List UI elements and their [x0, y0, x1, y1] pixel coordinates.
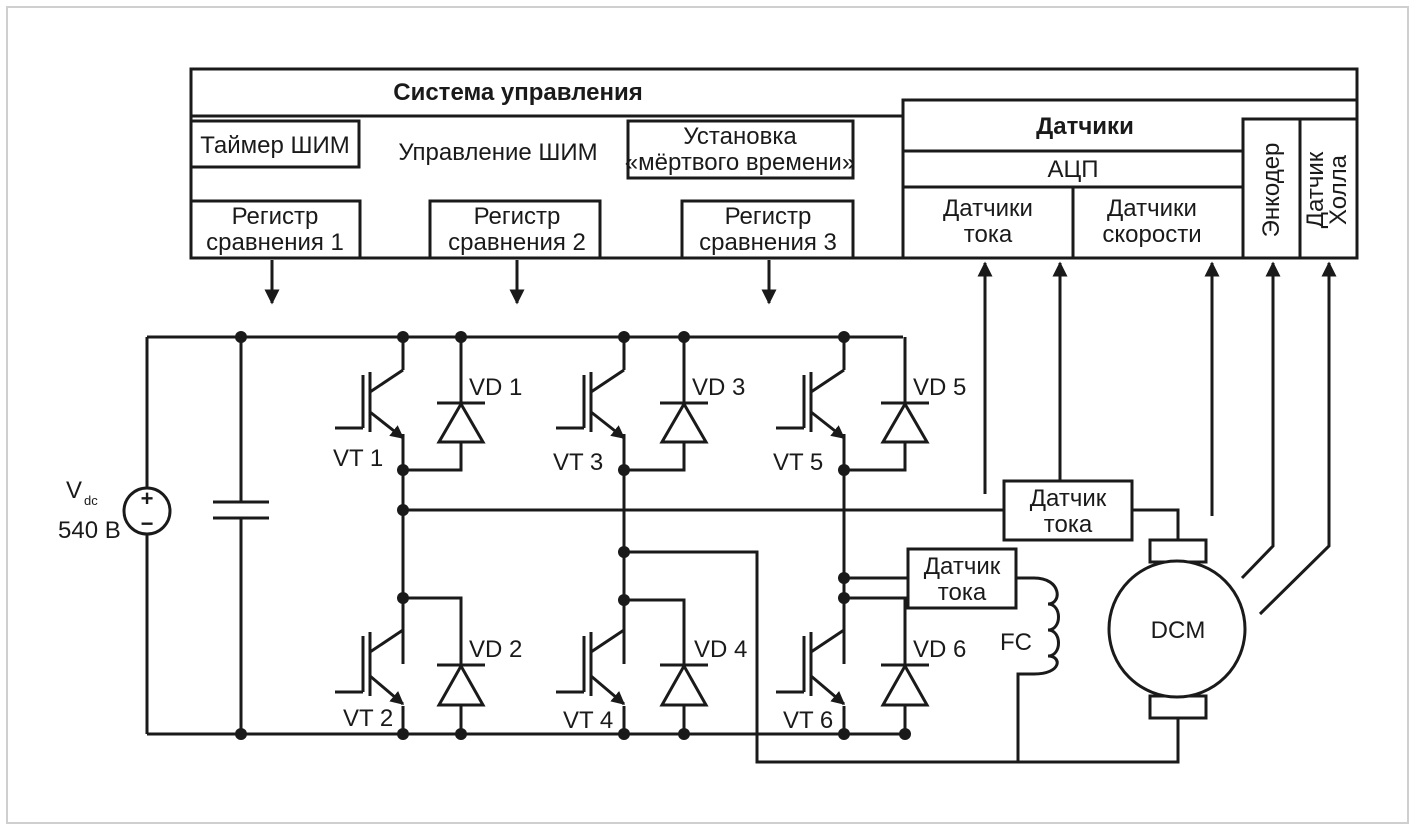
vt6-label: VT 6 — [783, 707, 833, 734]
compare-register-2 — [428, 199, 602, 260]
transistor-vt4 — [556, 628, 626, 706]
diode-vd3 — [659, 401, 709, 444]
control-system-title: Система управления — [393, 79, 643, 106]
vd5-label: VD 5 — [913, 374, 966, 401]
dc-voltage-source: + − — [122, 486, 172, 536]
compare-register-2-line2: сравнения 2 — [448, 229, 586, 256]
register-arrows — [264, 260, 777, 305]
source-label: V — [66, 477, 82, 504]
diode-vd5 — [880, 401, 930, 444]
speed-sensors-line2: скорости — [1102, 221, 1201, 248]
pwm-timer-label: Таймер ШИМ — [200, 132, 349, 159]
sensors-title: Датчики — [1036, 113, 1134, 140]
diode-vd2 — [436, 662, 486, 707]
vt1-label: VT 1 — [333, 445, 383, 472]
compare-register-1 — [189, 199, 362, 260]
junction-dots — [235, 331, 911, 740]
diode-vd4 — [659, 662, 709, 707]
current-sensor-field-line2: тока — [938, 579, 987, 606]
current-sensor-armature-line1: Датчик — [1030, 485, 1107, 512]
transistor-vt3 — [556, 368, 626, 440]
hall-sensor-line1: Датчик — [1302, 151, 1329, 228]
pwm-control-label: Управление ШИМ — [398, 139, 597, 166]
source-plus-sign: + — [141, 486, 154, 511]
current-sensors-line2: тока — [964, 221, 1013, 248]
field-coil-label: FC — [1000, 629, 1032, 656]
transistor-vt6 — [776, 628, 846, 706]
compare-register-3 — [680, 199, 855, 260]
hall-sensor-line2: Холла — [1325, 154, 1352, 225]
current-sensor-armature: Датчик тока — [1002, 479, 1134, 542]
vd3-label: VD 3 — [692, 374, 745, 401]
vt4-label: VT 4 — [563, 707, 613, 734]
transistor-vt1 — [335, 368, 405, 440]
transistor-vt5 — [776, 368, 846, 440]
dead-time-line2: «мёртвого времени» — [625, 149, 855, 176]
sensors-block: Датчики АЦП Датчики тока Датчики скорост… — [901, 98, 1359, 260]
speed-sensors-line1: Датчики — [1107, 195, 1197, 222]
current-sensor-field-line1: Датчик — [924, 553, 1001, 580]
compare-register-3-line2: сравнения 3 — [699, 229, 837, 256]
dead-time-line1: Установка — [683, 123, 797, 150]
source-minus-sign: − — [141, 511, 154, 536]
source-label-subscript: dc — [84, 493, 98, 508]
pwm-timer-box — [189, 119, 361, 169]
encoder-label: Энкодер — [1258, 143, 1285, 238]
motor-label: DCM — [1151, 617, 1206, 644]
current-sensors-line1: Датчики — [943, 195, 1033, 222]
current-sensor-field: Датчик тока — [906, 547, 1018, 610]
transistor-vt2 — [335, 628, 405, 706]
vt3-label: VT 3 — [553, 449, 603, 476]
vt2-label: VT 2 — [343, 705, 393, 732]
sensor-arrows — [977, 261, 1337, 616]
compare-register-1-line2: сравнения 1 — [206, 229, 344, 256]
compare-register-1-line1: Регистр — [232, 203, 319, 230]
vd1-label: VD 1 — [469, 374, 522, 401]
diode-vd6 — [880, 662, 930, 707]
source-voltage: 540 В — [58, 517, 121, 544]
vd4-label: VD 4 — [694, 636, 747, 663]
vt5-label: VT 5 — [773, 449, 823, 476]
dc-motor: DCM — [1107, 538, 1247, 720]
current-sensor-armature-line2: тока — [1044, 511, 1093, 538]
vd6-label: VD 6 — [913, 636, 966, 663]
diode-vd1 — [436, 401, 486, 444]
vd2-label: VD 2 — [469, 636, 522, 663]
compare-register-2-line1: Регистр — [474, 203, 561, 230]
adc-label: АЦП — [1047, 156, 1098, 183]
compare-register-3-line1: Регистр — [725, 203, 812, 230]
dead-time-box — [626, 119, 855, 180]
